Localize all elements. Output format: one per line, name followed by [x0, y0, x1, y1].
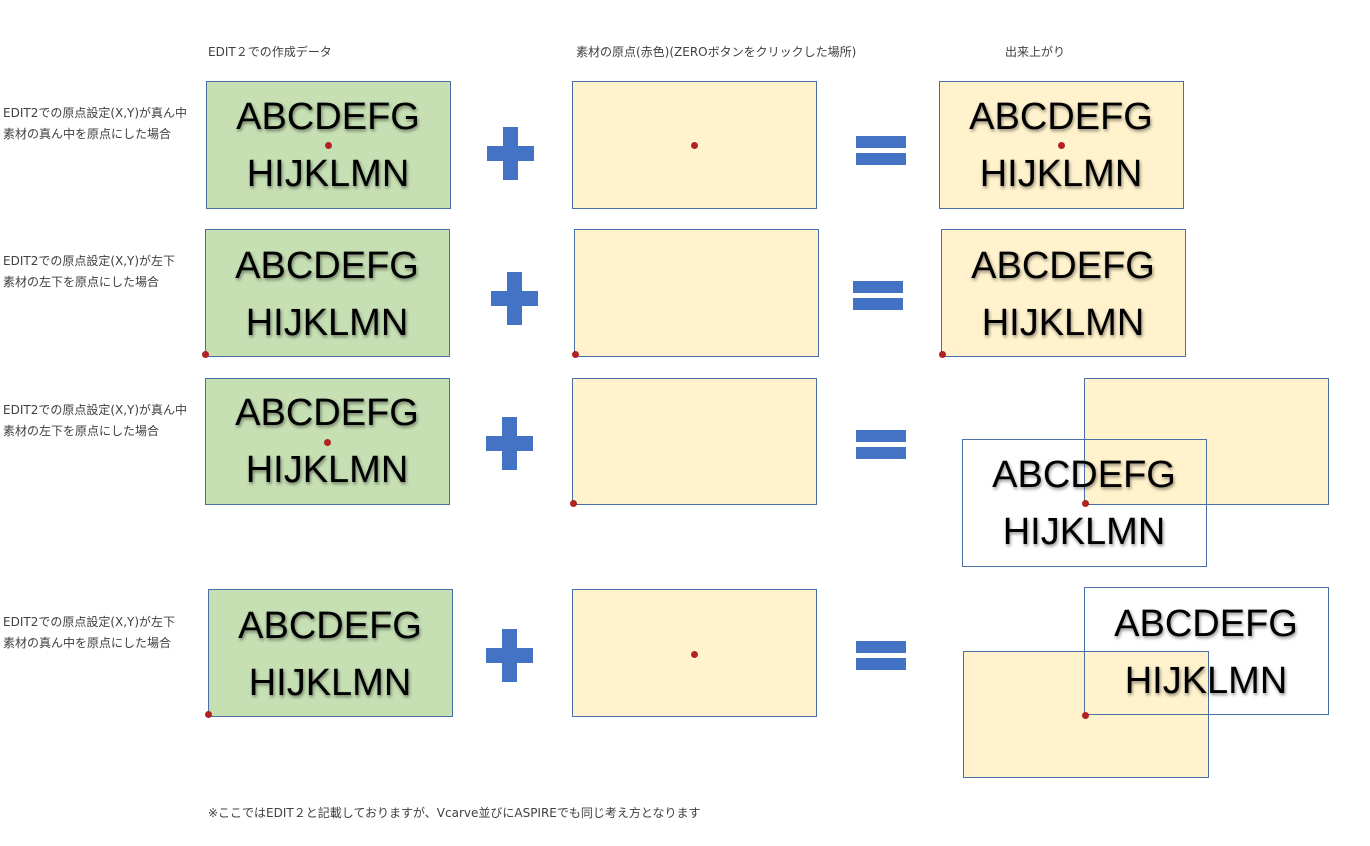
row-label-line1: EDIT2での原点設定(X,Y)が左下	[3, 254, 176, 268]
header-material-origin: 素材の原点(赤色)(ZEROボタンをクリックした場所)	[576, 45, 857, 59]
plus-icon	[487, 127, 534, 180]
plus-icon	[486, 417, 533, 470]
origin-dot	[324, 141, 332, 149]
row-label-line2: 素材の左下を原点にした場合	[3, 275, 160, 289]
origin-dot	[204, 710, 212, 718]
design-box	[205, 378, 450, 505]
row-label-line2: 素材の真ん中を原点にした場合	[3, 636, 172, 650]
header-edit2-data: EDIT２での作成データ	[208, 45, 332, 59]
row-label-line1: EDIT2での原点設定(X,Y)が左下	[3, 615, 176, 629]
result-design-outline	[1084, 587, 1329, 715]
row-label: EDIT2での原点設定(X,Y)が真ん中 素材の左下を原点にした場合	[3, 400, 187, 442]
result-material-box	[941, 229, 1186, 357]
origin-dot	[569, 499, 577, 507]
equals-icon	[856, 136, 906, 165]
row-label-line1: EDIT2での原点設定(X,Y)が真ん中	[3, 403, 188, 417]
plus-icon	[491, 272, 538, 325]
origin-dot	[201, 350, 209, 358]
origin-dot	[690, 141, 698, 149]
origin-dot	[1081, 499, 1089, 507]
origin-dot	[571, 350, 579, 358]
origin-dot	[323, 438, 331, 446]
origin-dot	[1081, 711, 1089, 719]
footnote: ※ここではEDIT２と記載しておりますが、Vcarve並びにASPIREでも同じ…	[208, 806, 701, 820]
row-label-line2: 素材の真ん中を原点にした場合	[3, 127, 172, 141]
row-label-line2: 素材の左下を原点にした場合	[3, 424, 160, 438]
row-label: EDIT2での原点設定(X,Y)が左下 素材の左下を原点にした場合	[3, 251, 175, 293]
row-label: EDIT2での原点設定(X,Y)が左下 素材の真ん中を原点にした場合	[3, 612, 175, 654]
material-box	[574, 229, 819, 357]
design-box	[208, 589, 453, 717]
row-label-line1: EDIT2での原点設定(X,Y)が真ん中	[3, 106, 188, 120]
design-box	[205, 229, 450, 357]
header-result: 出来上がり	[1005, 45, 1066, 59]
equals-icon	[856, 430, 906, 459]
plus-icon	[486, 629, 533, 682]
origin-dot	[690, 650, 698, 658]
equals-icon	[853, 281, 903, 310]
material-box	[572, 378, 817, 505]
origin-dot	[1057, 141, 1065, 149]
row-label: EDIT2での原点設定(X,Y)が真ん中 素材の真ん中を原点にした場合	[3, 103, 187, 145]
equals-icon	[856, 641, 906, 670]
result-design-outline	[962, 439, 1207, 567]
origin-dot	[938, 350, 946, 358]
